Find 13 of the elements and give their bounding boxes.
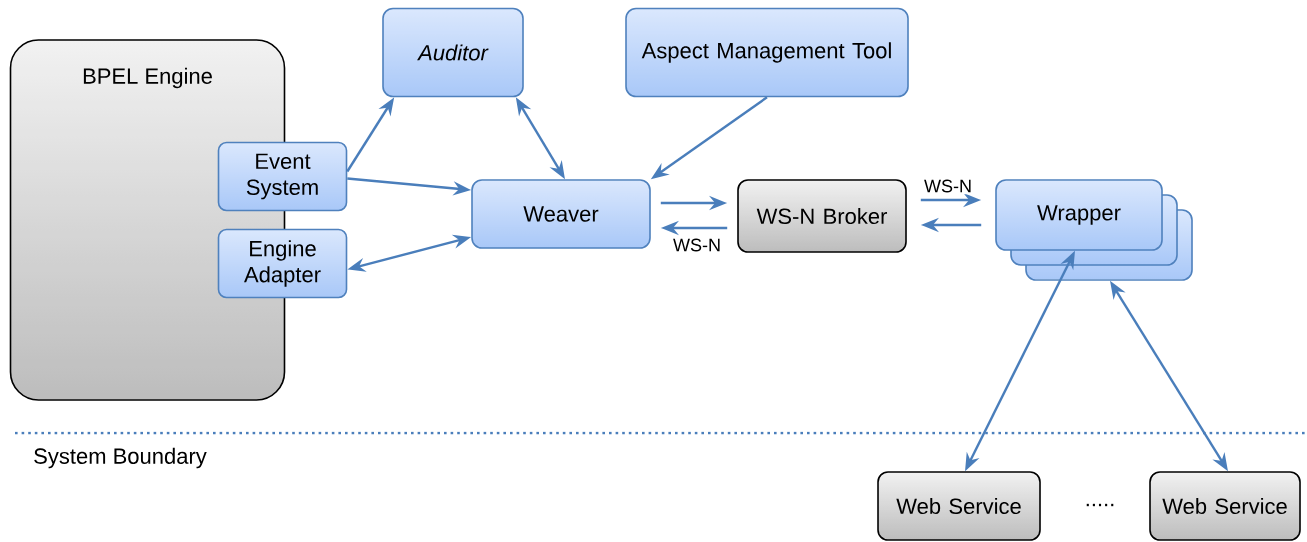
ellipsis: ..... [1086, 503, 1114, 507]
broker-box: WS-N Broker [737, 179, 907, 253]
component-box: Event System [217, 141, 348, 212]
boundary-label: System Boundary [34, 447, 207, 469]
stacked-box: Wrapper [995, 179, 1193, 281]
service-box: Web Service [1149, 471, 1301, 541]
component-box: Auditor [382, 7, 524, 98]
component-box: Weaver [471, 179, 651, 249]
edge-label: WS-N [671, 236, 723, 254]
component-box: Aspect Management Tool [625, 7, 909, 98]
component-box: Engine Adapter [217, 228, 348, 299]
edge-label: WS-N [922, 177, 974, 195]
service-box: Web Service [877, 471, 1041, 541]
